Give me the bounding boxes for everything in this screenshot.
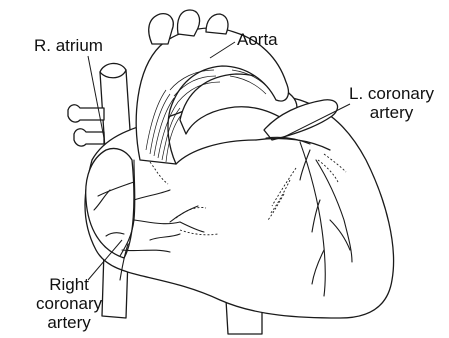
label-right-coronary-line1: Right — [36, 275, 102, 294]
label-right-coronary-line3: artery — [36, 313, 102, 332]
label-l-coronary-line2: artery — [349, 103, 434, 122]
label-l-coronary-line1: L. coronary — [349, 84, 434, 103]
label-aorta: Aorta — [237, 30, 278, 49]
label-right-coronary-line2: coronary — [36, 294, 102, 313]
label-l-coronary-artery: L. coronary artery — [349, 84, 434, 122]
label-right-coronary-artery: Right coronary artery — [36, 275, 102, 332]
label-r-atrium: R. atrium — [34, 36, 103, 55]
